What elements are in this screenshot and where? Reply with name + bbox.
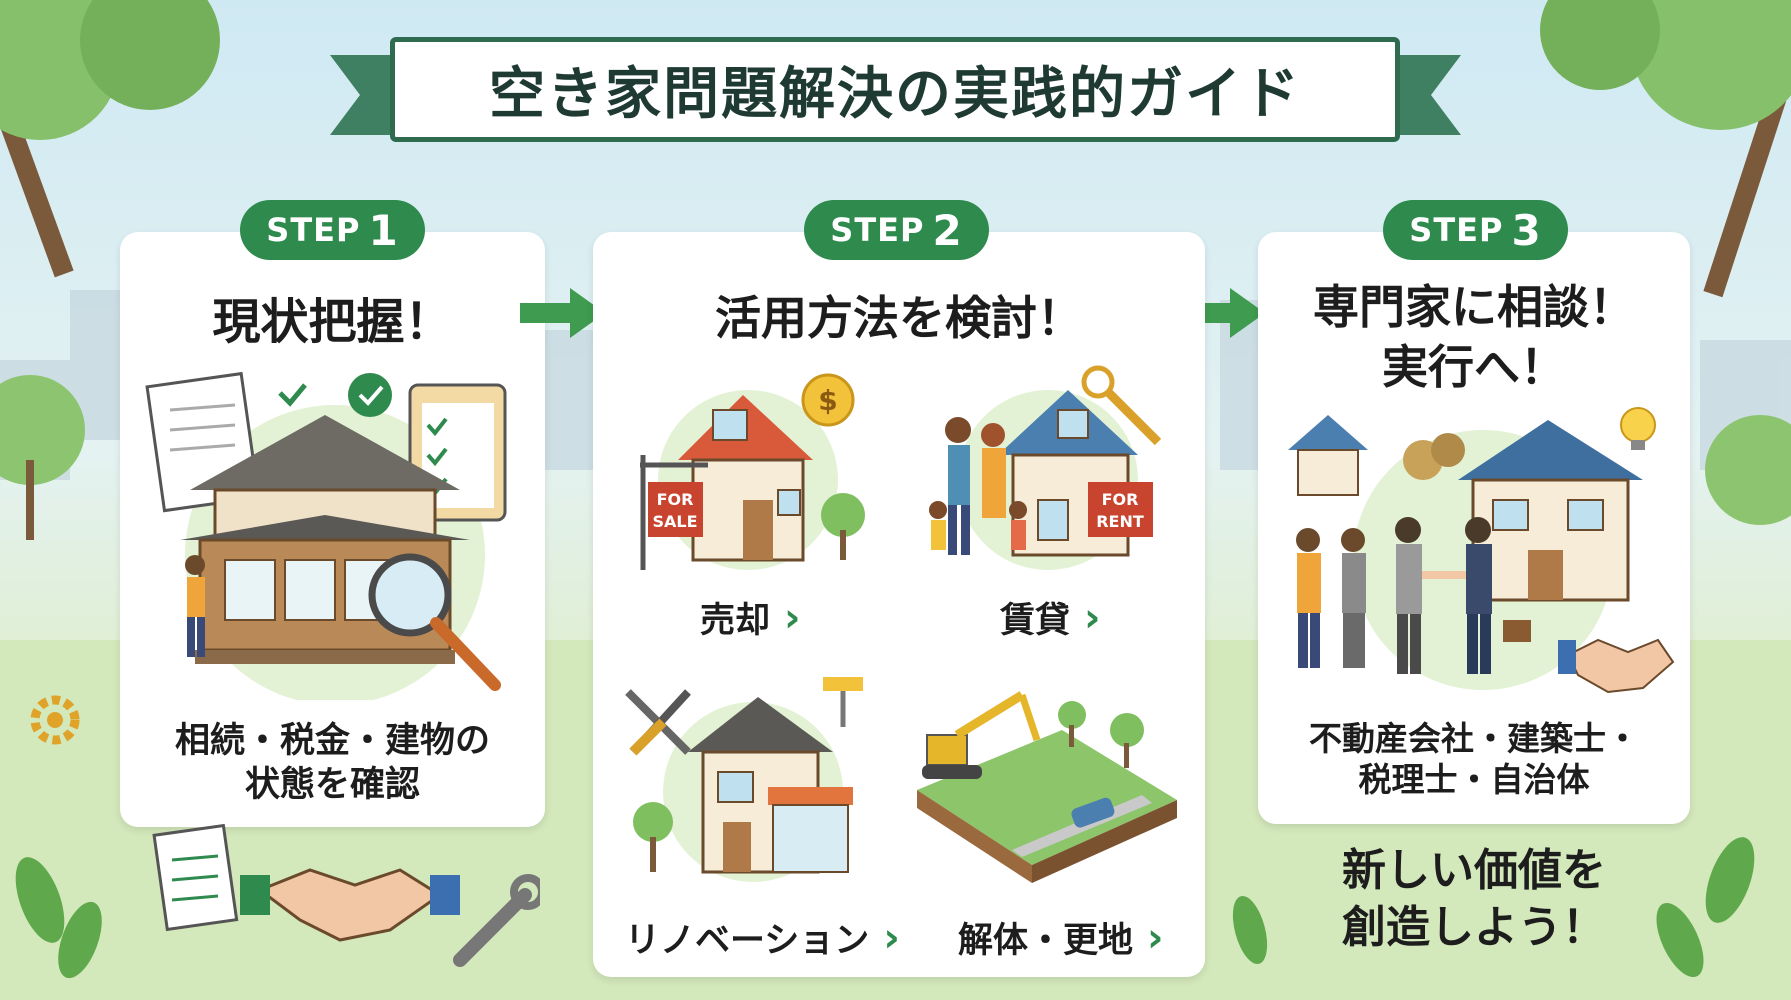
option-sale-illustration: $ FOR SALE bbox=[640, 373, 865, 570]
step1-caption-line1: 相続・税金・建物の bbox=[174, 721, 490, 761]
option-sale[interactable]: 売却 › bbox=[700, 592, 801, 643]
option-renovation[interactable]: リノベーション › bbox=[625, 912, 900, 963]
option-sale-label: 売却 bbox=[700, 601, 771, 641]
gear-icon bbox=[30, 695, 80, 745]
step2-badge: STEP 2 bbox=[804, 200, 989, 260]
option-demolition-illustration bbox=[917, 691, 1177, 883]
step3-badge-number: 3 bbox=[1511, 205, 1542, 255]
step3-heading-line2: 実行へ！ bbox=[1382, 339, 1566, 394]
sale-sign-line1: FOR bbox=[657, 490, 694, 509]
option-demolition-label: 解体・更地 bbox=[958, 921, 1134, 961]
step1-heading: 現状把握！ bbox=[212, 294, 453, 350]
bottom-left-decorations bbox=[152, 823, 540, 967]
step3-consultation-illustration bbox=[1288, 407, 1675, 694]
tree-right bbox=[1540, 0, 1791, 525]
option-renovation-illustration bbox=[625, 677, 863, 882]
option-rent[interactable]: 賃貸 › bbox=[1000, 592, 1101, 643]
option-rent-label: 賃貸 bbox=[1000, 601, 1071, 641]
arrow-step2-to-step3 bbox=[1180, 288, 1265, 338]
step3-heading-line1: 専門家に相談！ bbox=[1313, 280, 1635, 334]
closing-message: 新しい価値を 創造しよう！ bbox=[1258, 842, 1690, 956]
closing-line1: 新しい価値を bbox=[1342, 845, 1606, 896]
step1-badge-word: STEP bbox=[266, 211, 361, 249]
step3-caption-line2: 税理士・自治体 bbox=[1358, 760, 1590, 800]
step3-heading: 専門家に相談！ 実行へ！ bbox=[1258, 278, 1690, 398]
step3-caption-line1: 不動産会社・建築士・ bbox=[1309, 719, 1639, 758]
step1-caption: 相続・税金・建物の 状態を確認 bbox=[120, 720, 545, 808]
chevron-right-icon: › bbox=[883, 914, 900, 961]
rent-sign-line2: RENT bbox=[1096, 512, 1144, 531]
step3-badge: STEP 3 bbox=[1383, 200, 1568, 260]
step1-badge: STEP 1 bbox=[240, 200, 425, 260]
chevron-right-icon: › bbox=[784, 594, 801, 641]
page-title: 空き家問題解決の実践的ガイド bbox=[489, 62, 1301, 127]
chevron-right-icon: › bbox=[1084, 594, 1101, 641]
step1-caption-line2: 状態を確認 bbox=[244, 764, 420, 805]
tree-left bbox=[0, 0, 220, 540]
step1-badge-number: 1 bbox=[368, 205, 399, 255]
step2-badge-word: STEP bbox=[830, 211, 925, 249]
chevron-right-icon: › bbox=[1147, 914, 1164, 961]
closing-line2: 創造しよう！ bbox=[1342, 902, 1606, 954]
option-renovation-label: リノベーション bbox=[625, 921, 870, 961]
arrow-step1-to-step2 bbox=[520, 288, 605, 338]
step2-heading: 活用方法を検討！ bbox=[715, 291, 1083, 345]
step2-badge-number: 2 bbox=[932, 205, 963, 255]
step3-caption: 不動産会社・建築士・ 税理士・自治体 bbox=[1258, 718, 1690, 801]
option-rent-illustration: FOR RENT bbox=[929, 365, 1162, 570]
option-demolition[interactable]: 解体・更地 › bbox=[958, 912, 1164, 963]
step1-house-inspection-illustration bbox=[145, 371, 507, 700]
title-ribbon bbox=[330, 55, 1461, 135]
rent-sign-line1: FOR bbox=[1102, 490, 1139, 509]
svg-text:$: $ bbox=[818, 384, 837, 417]
step3-badge-word: STEP bbox=[1409, 211, 1504, 249]
sale-sign-line2: SALE bbox=[652, 512, 697, 531]
title-banner: 空き家問題解決の実践的ガイド bbox=[390, 37, 1400, 142]
